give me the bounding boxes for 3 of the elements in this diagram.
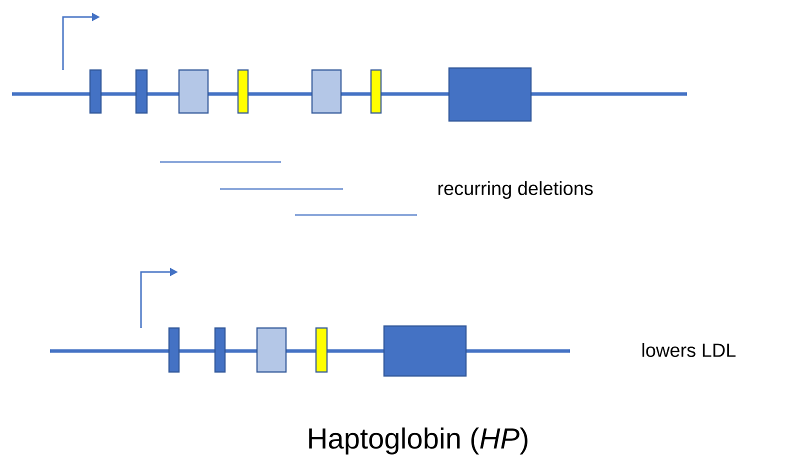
text-label: recurring deletions — [438, 181, 593, 199]
text-label: lowers LDL — [642, 343, 736, 357]
title: Haptoglobin (HP) — [309, 427, 528, 454]
